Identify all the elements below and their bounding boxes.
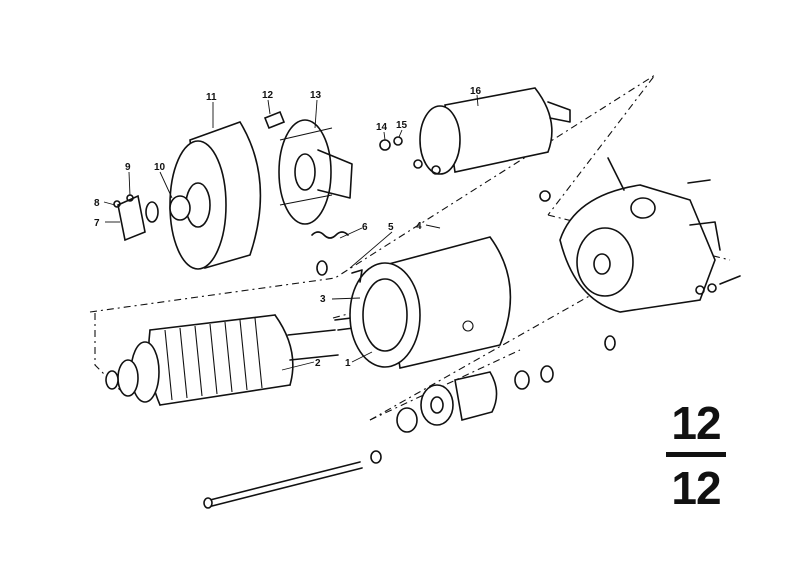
end-cap-parts [113,194,159,242]
callout-10: 10 [154,162,166,173]
field-cover [169,121,262,270]
callout-1: 1 [345,358,351,369]
callout-3: 3 [320,294,326,305]
callout-6: 6 [362,222,368,233]
drive-end-bracket [539,157,741,313]
through-bolt [203,450,382,509]
page-number-divider [666,452,726,457]
callout-2: 2 [315,358,321,369]
callout-14: 14 [376,122,388,133]
callouts: 1 2 3 4 5 6 7 8 9 10 11 12 13 14 15 16 [94,86,482,369]
callout-8: 8 [94,198,100,209]
page-number-top: 12 [671,397,721,449]
callout-7: 7 [94,218,100,229]
callout-5: 5 [388,222,394,233]
page-number: 12 12 [664,398,728,513]
callout-12: 12 [262,90,274,101]
brush-plate [263,110,353,225]
pinion-parts [396,335,616,433]
callout-9: 9 [125,162,131,173]
callout-leaders [103,94,479,371]
solenoid [379,87,571,175]
page-number-bottom: 12 [671,462,721,514]
yoke-housing [349,236,512,369]
callout-11: 11 [206,92,217,103]
callout-13: 13 [310,90,322,101]
callout-4: 4 [416,221,422,232]
springs [311,231,349,276]
armature [105,311,401,406]
callout-16: 16 [470,86,482,97]
callout-15: 15 [396,120,408,131]
